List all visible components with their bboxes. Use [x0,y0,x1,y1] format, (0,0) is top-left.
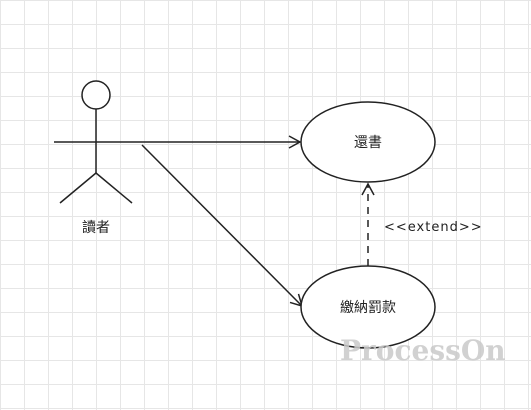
actor-left-leg [59,172,97,204]
actor-reader[interactable]: 讀者 [54,80,138,236]
use-case-pay-fine-label: 繳納罰款 [340,300,396,316]
use-case-return-book-label: 還書 [354,135,382,151]
use-case-return-book-ellipse [300,101,436,183]
use-case-pay-fine-ellipse [300,265,436,349]
actor-right-leg [95,172,133,204]
extend-label: <<extend>> [384,220,483,235]
use-case-return-book[interactable]: 還書 [300,101,436,183]
actor-head [81,80,111,110]
actor-label: 讀者 [82,220,110,236]
association-pay-fine[interactable] [141,144,304,308]
processon-watermark: ProcessOn [340,334,506,367]
use-case-pay-fine[interactable]: 繳納罰款 [300,265,436,349]
